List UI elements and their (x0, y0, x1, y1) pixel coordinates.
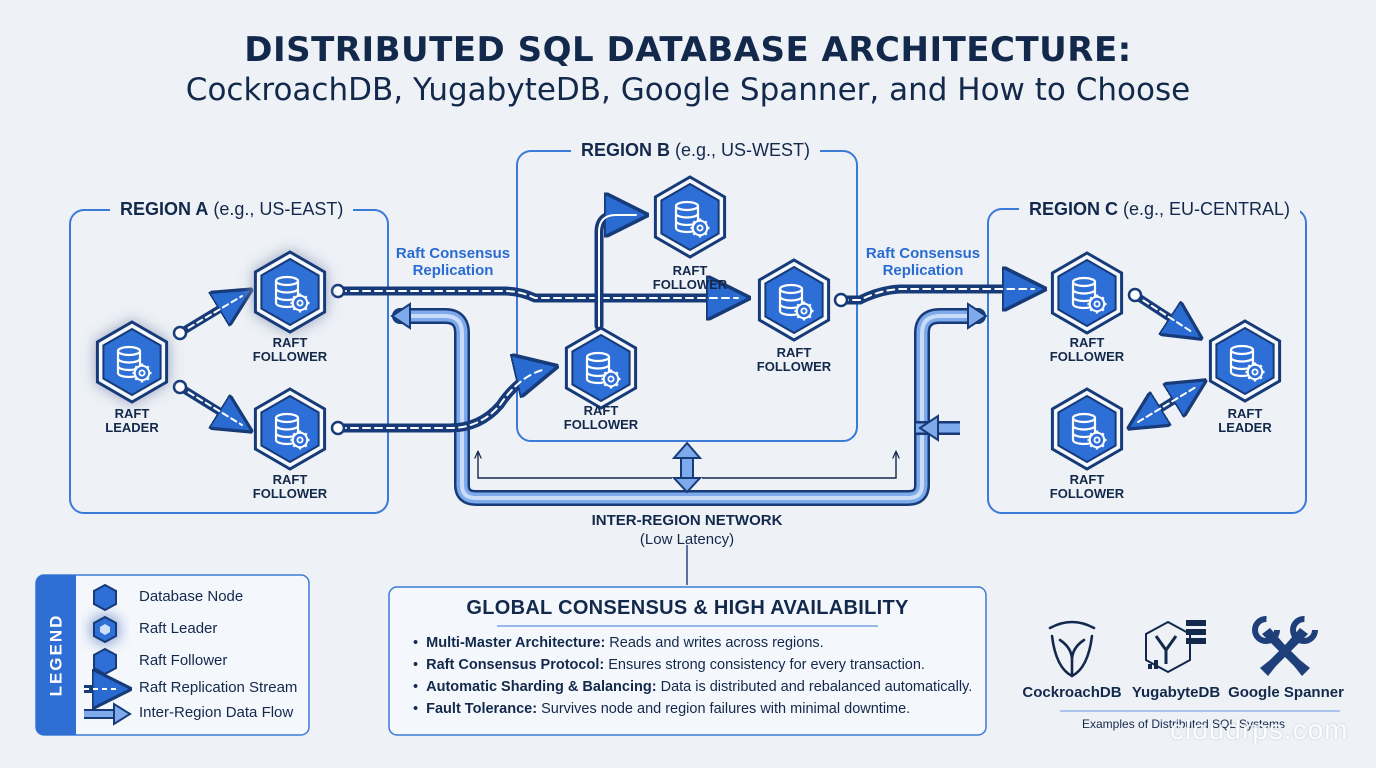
region-c-raft-leader-node[interactable] (1208, 319, 1282, 403)
legend-label-container: LEGEND (36, 575, 76, 735)
google-spanner-logo-icon (1252, 616, 1318, 676)
inter-region-network-band (392, 308, 986, 506)
region-a-title: REGION A (e.g., US-EAST) (110, 199, 354, 220)
google-spanner-label: Google Spanner (1228, 684, 1344, 701)
region-b-raft-follower-left-node[interactable] (564, 326, 638, 410)
raft-leader-icon (93, 615, 117, 644)
consensus-title: GLOBAL CONSENSUS & HIGH AVAILABILITY (466, 597, 909, 619)
legend-item-database-node: Database Node (139, 588, 244, 605)
region-c-title: REGION C (e.g., EU-CENTRAL) (1019, 199, 1301, 220)
yugabytedb-logo-icon (1145, 620, 1206, 674)
cockroachdb-label: CockroachDB (1022, 684, 1122, 701)
network-side-arrowheads (390, 302, 988, 442)
region-b-raft-follower-right-node[interactable] (757, 258, 831, 342)
network-thin-arrows (478, 452, 896, 479)
raft-follower-icon (93, 647, 117, 676)
database-node-icon (93, 583, 117, 612)
connector-dots (172, 283, 1143, 436)
region-a-raft-follower-top-node[interactable] (253, 250, 327, 334)
region-c-raft-follower-bottom-node[interactable] (1050, 387, 1124, 471)
region-a-raft-leader-node[interactable] (95, 320, 169, 404)
watermark: cloudrps.com (1170, 714, 1349, 745)
consensus-box (388, 586, 987, 736)
systems-caption: Examples of Distributed SQL Systems (1082, 717, 1285, 731)
network-vertical-double-arrow (671, 441, 703, 585)
yugabytedb-label: YugabyteDB (1131, 684, 1221, 701)
consensus-bullet: • Fault Tolerance: Survives node and reg… (413, 701, 911, 717)
page-title: DISTRIBUTED SQL DATABASE ARCHITECTURE: (244, 30, 1132, 70)
legend-item-raft-leader: Raft Leader (139, 620, 218, 637)
page-subtitle: CockroachDB, YugabyteDB, Google Spanner,… (185, 72, 1191, 108)
cockroachdb-logo-icon (1048, 620, 1096, 678)
data-flow-arrow-icon (84, 702, 132, 726)
region-b-title: REGION B (e.g., US-WEST) (571, 140, 821, 161)
inter-region-network-caption: INTER-REGION NETWORK (Low Latency) (591, 512, 783, 548)
consensus-bullet: • Raft Consensus Protocol: Ensures stron… (413, 657, 925, 673)
legend-item-raft-follower: Raft Follower (139, 652, 228, 669)
region-a-raft-follower-bottom-node[interactable] (253, 387, 327, 471)
region-c-raft-follower-top-node[interactable] (1050, 251, 1124, 335)
legend-tab (36, 575, 76, 735)
legend-item-data-flow: Inter-Region Data Flow (139, 704, 294, 721)
region-b-raft-follower-top-node[interactable] (653, 175, 727, 259)
consensus-bullet: • Automatic Sharding & Balancing: Data i… (413, 679, 973, 695)
consensus-bullet: • Multi-Master Architecture: Reads and w… (413, 635, 824, 651)
legend-label: LEGEND (46, 613, 65, 697)
legend-item-replication-stream: Raft Replication Stream (139, 679, 298, 696)
raft-replication-streams (176, 215, 1200, 428)
